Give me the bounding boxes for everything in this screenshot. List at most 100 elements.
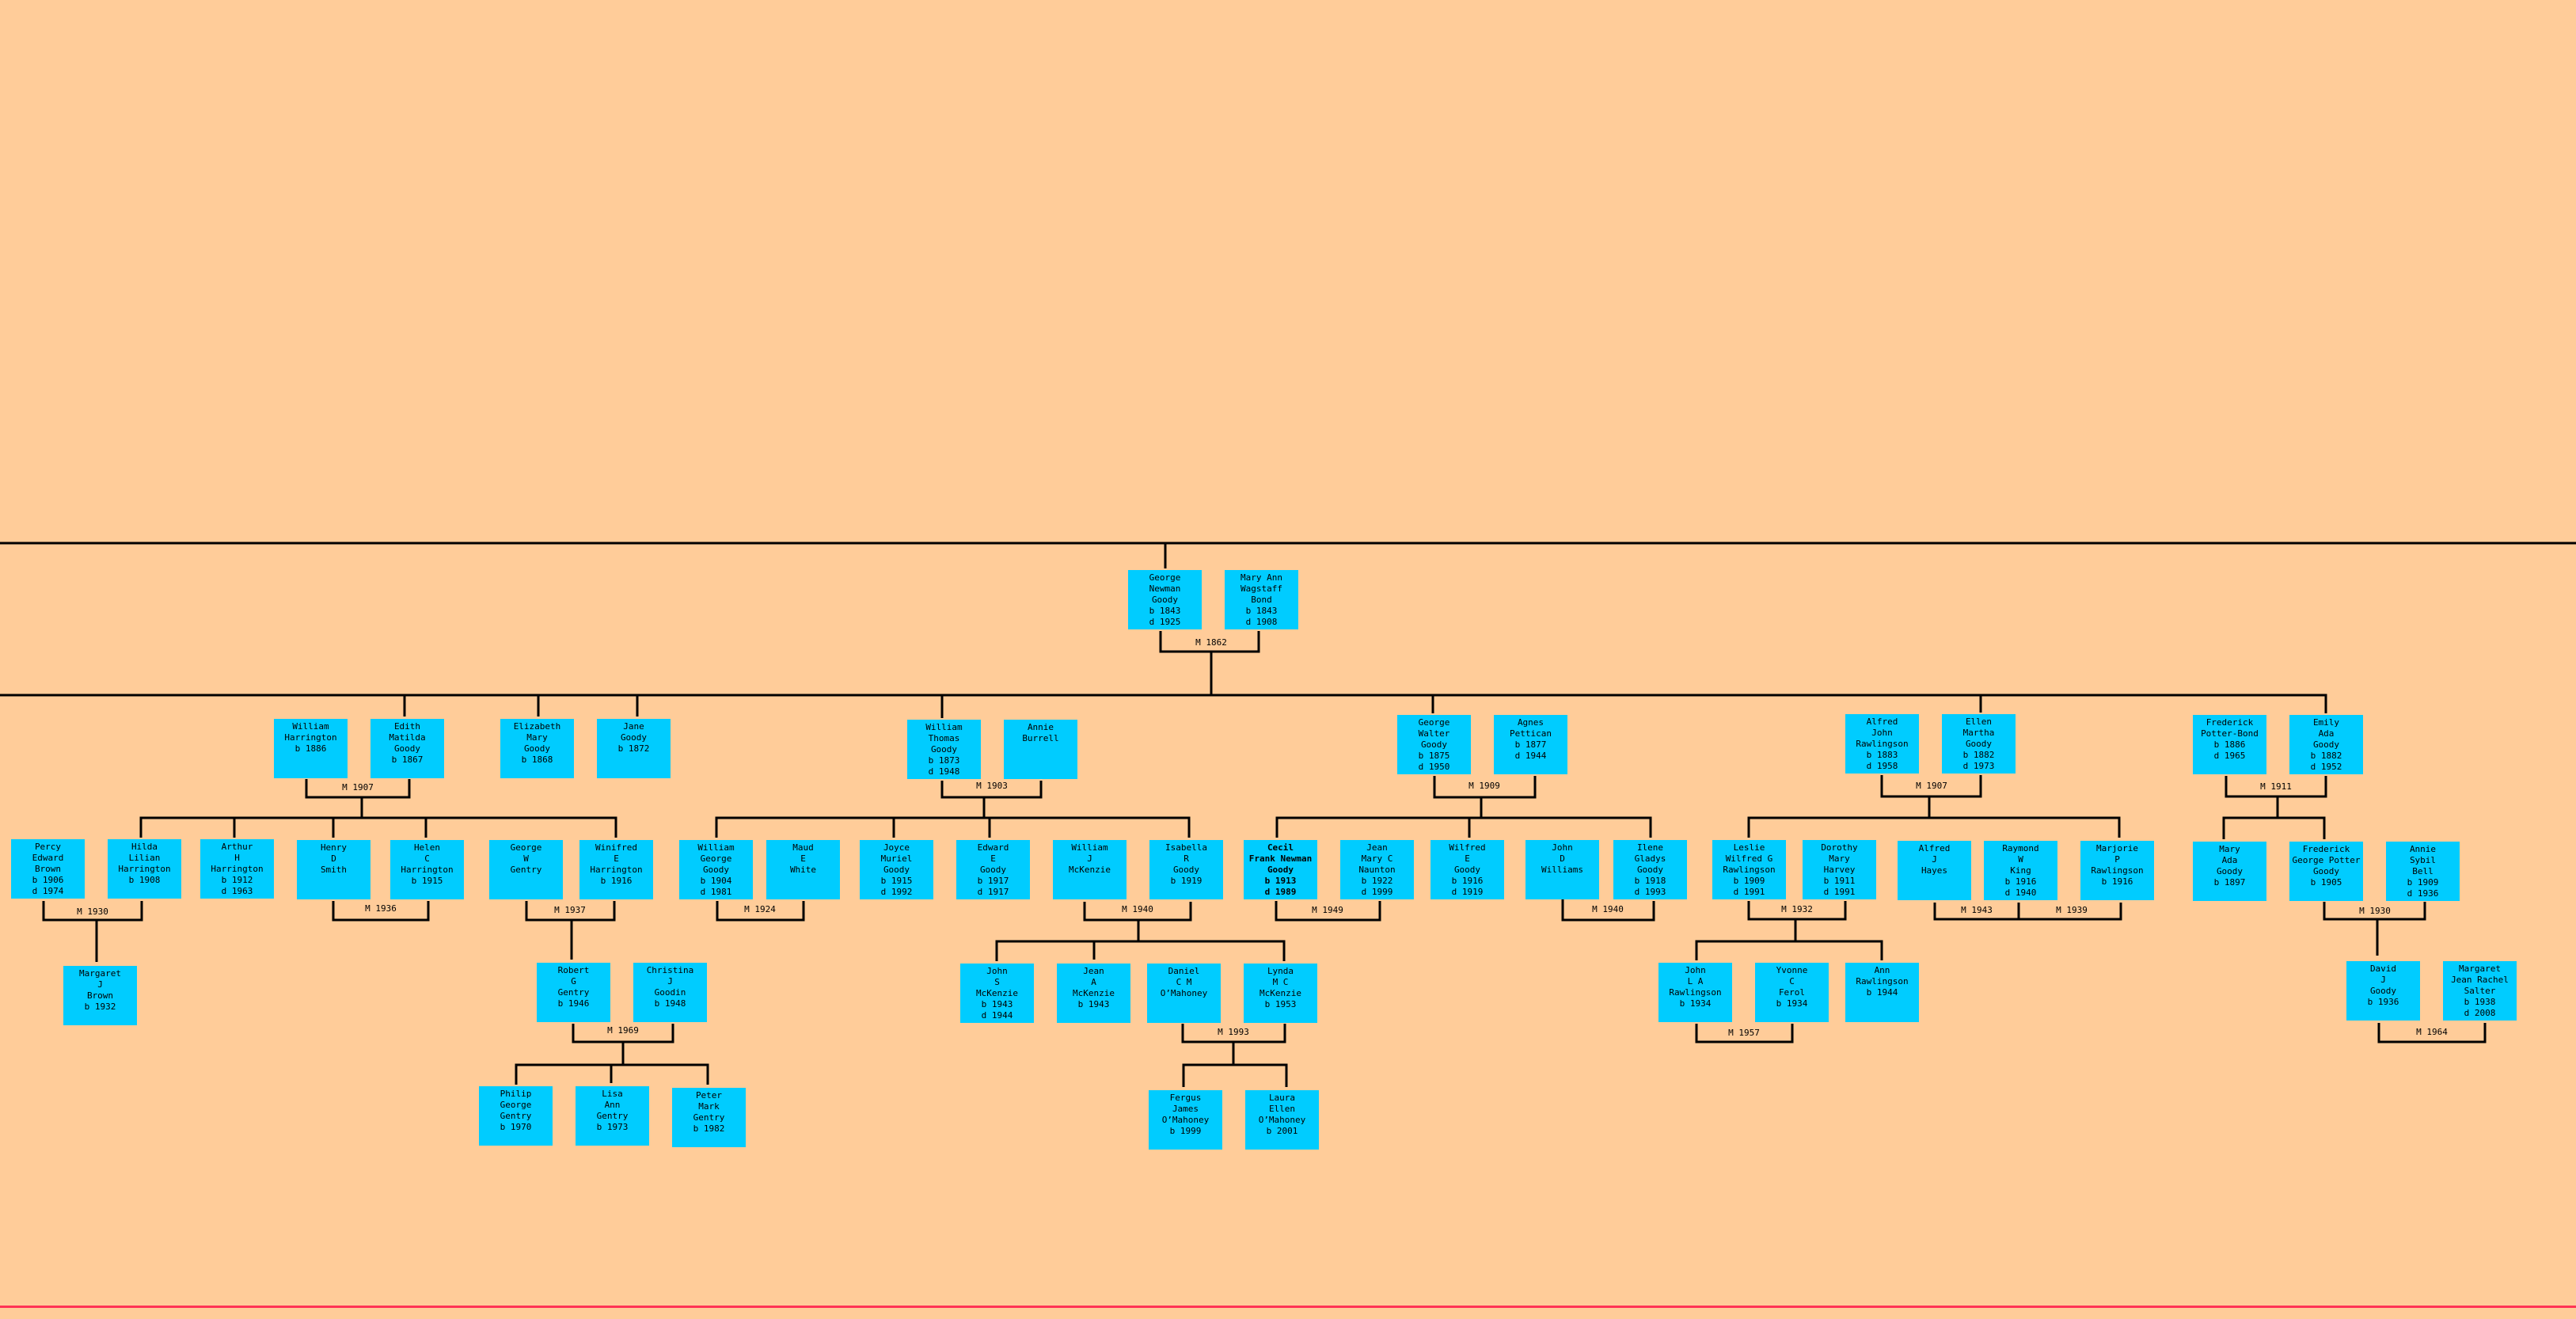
connector-line: [305, 779, 411, 799]
connector-line: [2377, 1023, 2487, 1043]
person-line: b 1882: [2310, 751, 2342, 761]
marriage-label: M 1937: [554, 905, 586, 915]
person-line: b 1953: [1264, 999, 1297, 1009]
marriage-label: M 1930: [77, 907, 108, 917]
person-line: Ellen: [1268, 1104, 1296, 1114]
person-line: George: [700, 853, 732, 864]
person-line: b 1932: [84, 1002, 116, 1012]
person-line: Goody: [1267, 865, 1294, 875]
person-line: Goodin: [654, 987, 686, 998]
person-line: b 1913: [1264, 876, 1297, 886]
person-line: Goody: [979, 865, 1007, 875]
person-line: d 1948: [928, 766, 960, 777]
person-line: d 1917: [977, 887, 1009, 897]
person-line: Mary Ann: [1241, 572, 1282, 583]
person-line: J: [1932, 854, 1937, 865]
person-line: Potter-Bond: [2201, 728, 2259, 739]
person-line: George: [510, 842, 542, 853]
person-line: b 1916: [2004, 876, 2037, 887]
person-line: Arthur: [221, 842, 253, 852]
person-line: David: [2369, 964, 2397, 974]
person-line: Rawlingson: [1856, 976, 1909, 986]
person-line: Goody: [1420, 739, 1448, 750]
marriage-label: M 1932: [1781, 904, 1813, 914]
person-line: Leslie: [1733, 842, 1765, 853]
person-line: Jean: [1366, 842, 1388, 853]
person-line: Brown: [86, 990, 114, 1001]
person-line: b 1886: [294, 743, 327, 754]
person-line: Henry: [320, 842, 348, 853]
person-line: William: [292, 721, 329, 732]
person-line: Annie: [2409, 844, 2437, 854]
person-line: Wagstaff: [1241, 583, 1282, 594]
person-line: b 1973: [596, 1122, 629, 1132]
person-line: Joyce: [883, 842, 910, 853]
person-line: Gladys: [1634, 853, 1666, 864]
person-line: b 1999: [1169, 1126, 1202, 1136]
person-line: b 1883: [1866, 750, 1898, 760]
person-line: d 1992: [880, 887, 913, 897]
person-line: Emily: [2312, 717, 2340, 728]
person-line: McKenzie: [1069, 865, 1111, 875]
marriage-label: M 1957: [1728, 1028, 1760, 1038]
connector-line: [1433, 776, 1537, 799]
